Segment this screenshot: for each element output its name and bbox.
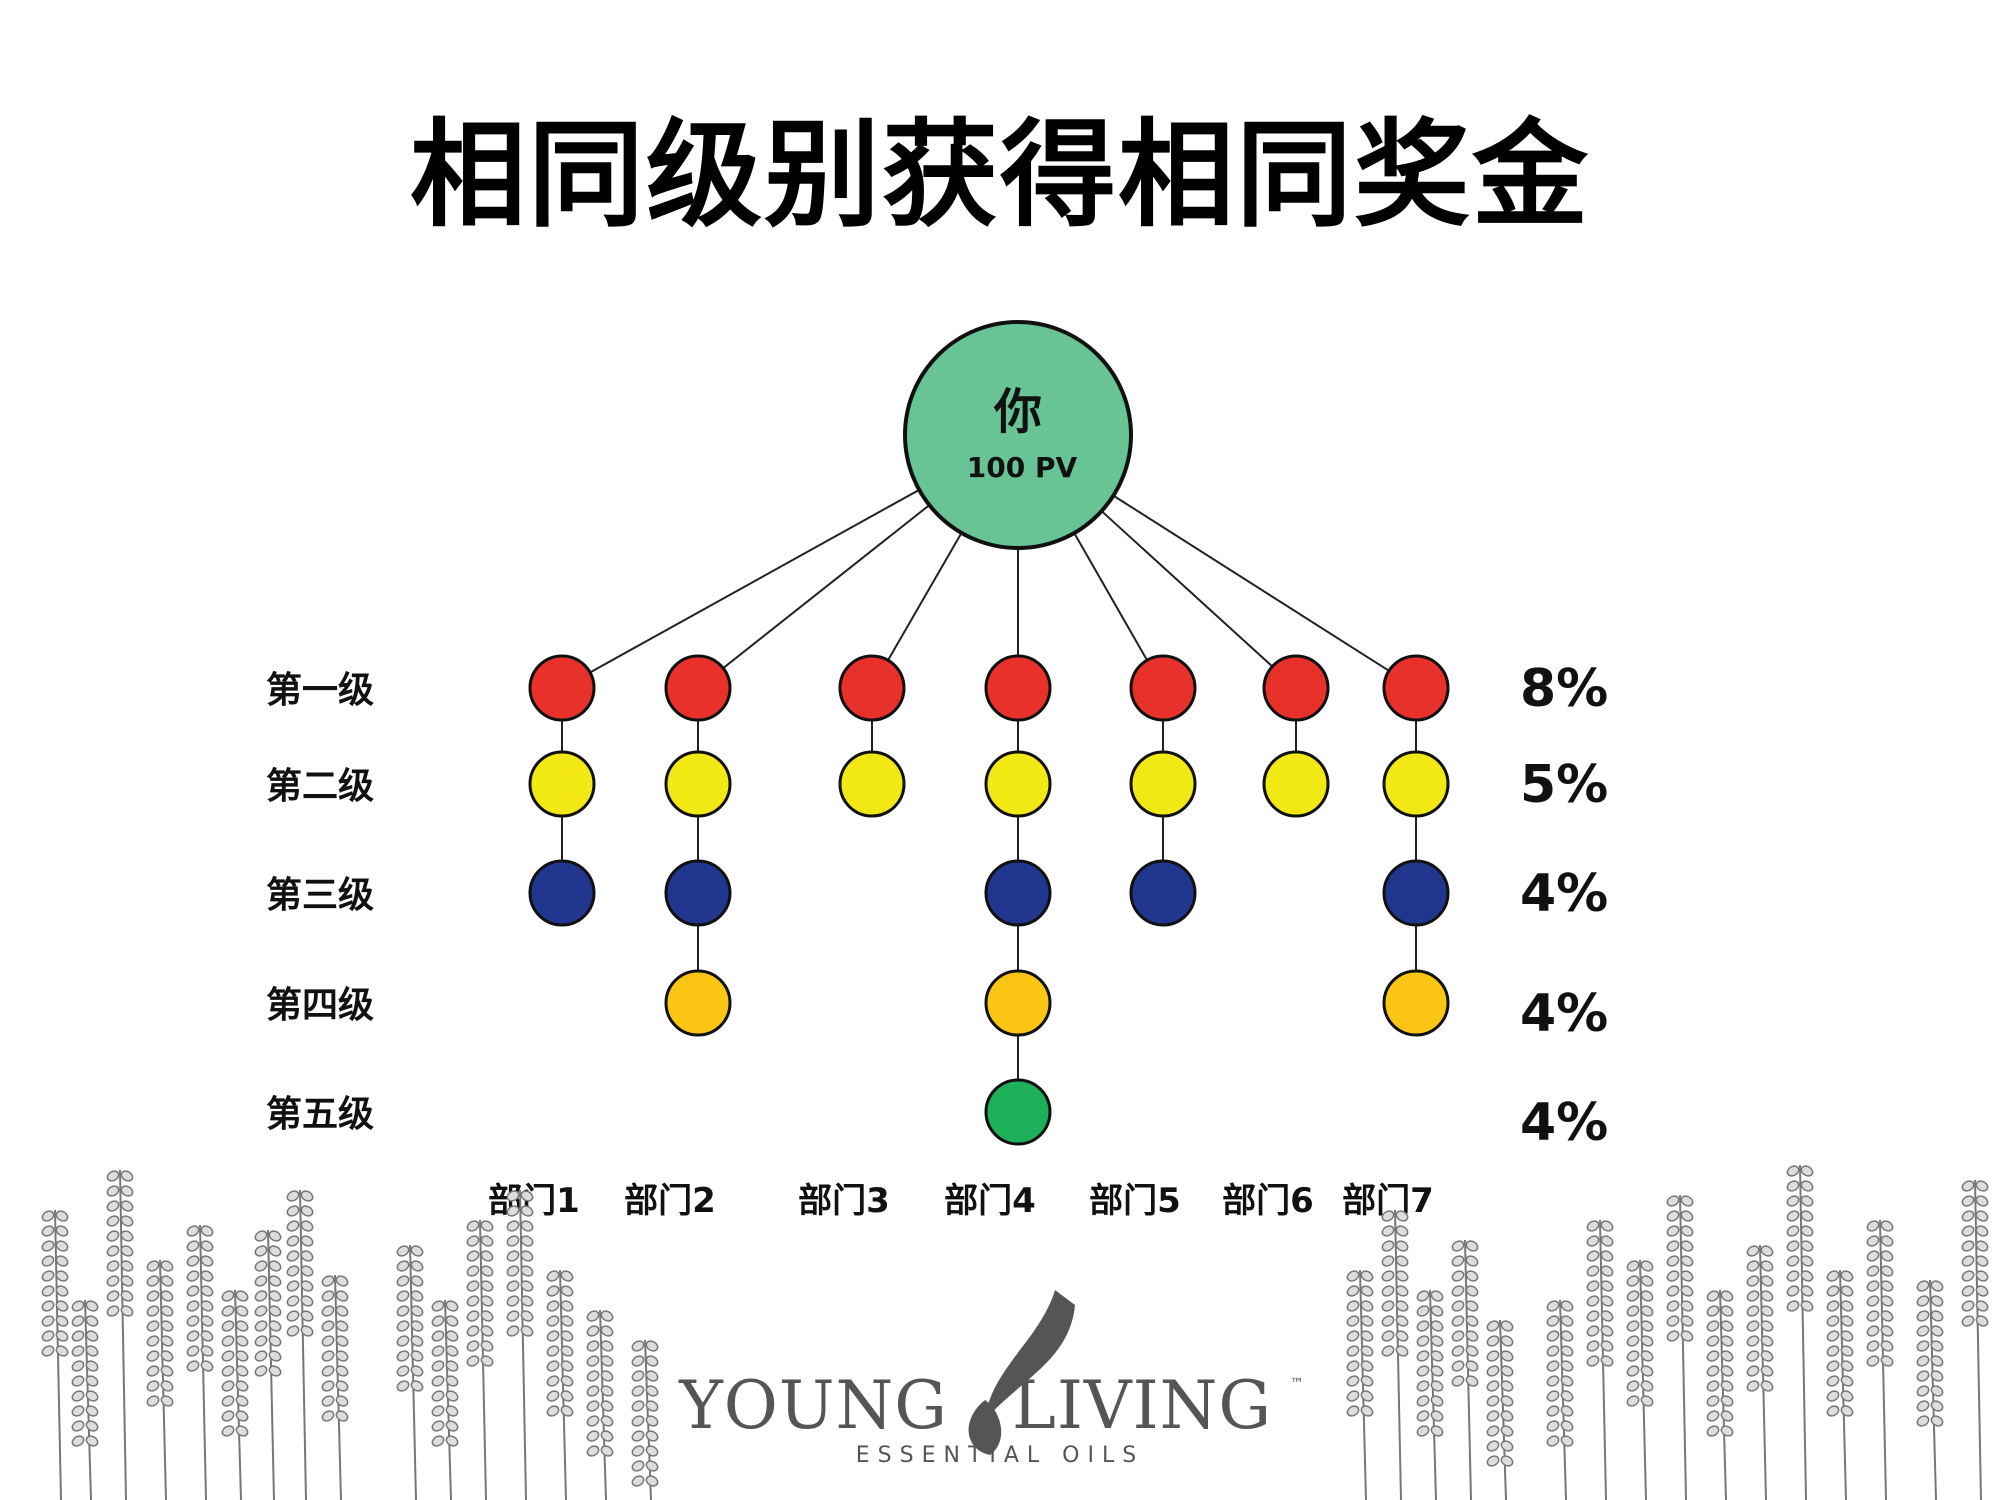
level-1-node — [838, 654, 906, 722]
level-1-node — [1129, 654, 1197, 722]
root-connector-line — [589, 488, 920, 674]
level-4-node — [984, 969, 1052, 1037]
logo-brand-left: YOUNG — [678, 1367, 948, 1444]
level-4-node — [1382, 969, 1450, 1037]
department-label: 部门5 — [1089, 1181, 1181, 1221]
level-2-node — [984, 750, 1052, 818]
level-3-node — [664, 859, 732, 927]
department-label: 部门2 — [624, 1181, 716, 1221]
department-label: 部门4 — [944, 1181, 1036, 1221]
level-percent: 5% — [1520, 755, 1608, 815]
level-label: 第二级 — [266, 766, 374, 807]
level-2-node — [1262, 750, 1330, 818]
level-5-node — [984, 1078, 1052, 1146]
level-label: 第三级 — [266, 875, 374, 916]
level-percent: 4% — [1520, 984, 1608, 1044]
level-1-node — [1262, 654, 1330, 722]
root-node — [903, 320, 1133, 550]
level-3-node — [528, 859, 596, 927]
level-percent: 4% — [1520, 864, 1608, 924]
level-2-node — [1382, 750, 1450, 818]
level-3-node — [1129, 859, 1197, 927]
level-percent: 4% — [1520, 1093, 1608, 1153]
connector-lines — [561, 488, 1417, 1080]
logo-tm: ™ — [1290, 1376, 1304, 1392]
level-1-node — [1382, 654, 1450, 722]
logo-brand-right: LIVING — [1012, 1367, 1272, 1444]
level-percent: 8% — [1520, 659, 1608, 719]
root-label: 你 — [993, 384, 1042, 440]
page-title: 相同级别获得相同奖金 — [410, 108, 1590, 243]
level-label: 第四级 — [266, 985, 374, 1026]
level-3-node — [984, 859, 1052, 927]
level-2-node — [528, 750, 596, 818]
level-2-node — [664, 750, 732, 818]
root-connector-line — [722, 504, 930, 669]
department-label: 部门6 — [1222, 1181, 1314, 1221]
logo-tagline: ESSENTIAL OILS — [856, 1443, 1144, 1468]
level-2-node — [1129, 750, 1197, 818]
level-1-node — [664, 654, 732, 722]
root-connector-line — [1112, 494, 1390, 672]
level-1-node — [984, 654, 1052, 722]
leaf-icon — [985, 1290, 1075, 1420]
level-1-node — [528, 654, 596, 722]
root-connector-line — [1100, 510, 1274, 668]
lavender-decoration — [41, 1164, 1989, 1500]
level-label: 第五级 — [266, 1094, 374, 1135]
root-connector-line — [887, 532, 963, 661]
level-4-node — [664, 969, 732, 1037]
root-pv: 100 PV — [967, 451, 1078, 484]
level-2-node — [838, 750, 906, 818]
root-connector-line — [1073, 532, 1148, 661]
department-label: 部门1 — [488, 1181, 580, 1221]
level-3-node — [1382, 859, 1450, 927]
level-label: 第一级 — [266, 670, 374, 711]
department-label: 部门3 — [798, 1181, 890, 1221]
